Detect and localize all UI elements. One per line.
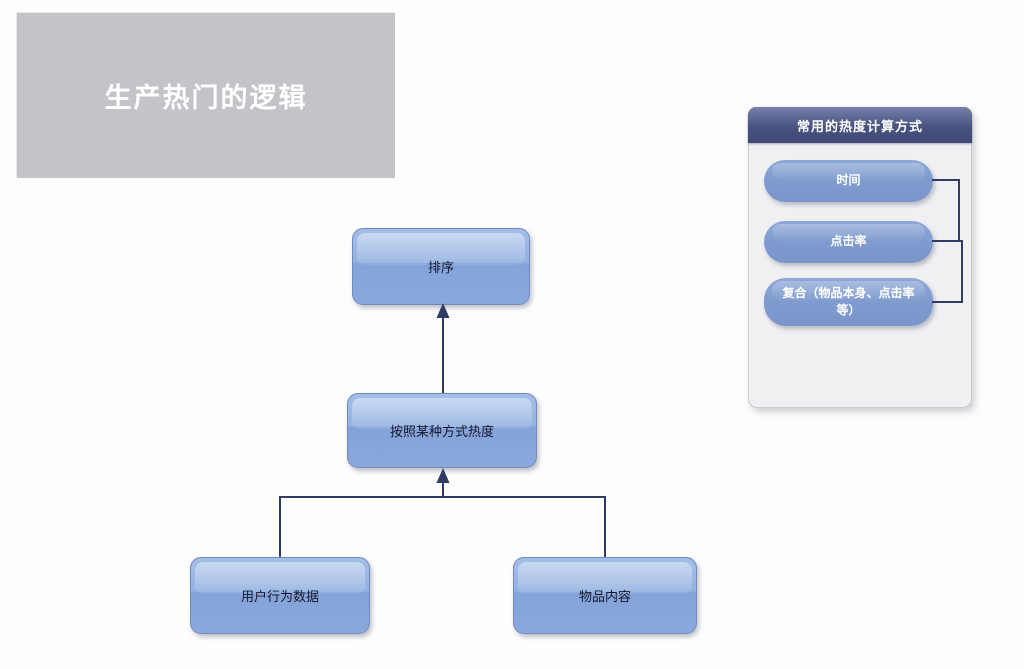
slide-title: 生产热门的逻辑 <box>104 83 308 114</box>
method-pill-time: 时间 <box>764 160 933 202</box>
method-pill-clickrate-label: 点击率 <box>830 234 867 249</box>
method-pill-clickrate: 点击率 <box>764 221 933 263</box>
method-pill-composite-label: 复合（物品本身、点击率等） <box>782 285 915 317</box>
slide-title-box: 生产热门的逻辑 <box>17 13 395 178</box>
methods-panel-title: 常用的热度计算方式 <box>796 119 923 135</box>
method-pill-time-label: 时间 <box>836 173 861 188</box>
flow-node-user-behavior-label: 用户行为数据 <box>240 590 319 605</box>
flow-node-item-content: 物品内容 <box>513 557 697 634</box>
methods-panel: 常用的热度计算方式 时间 点击率 复合（物品本身、点击率等） <box>748 107 972 408</box>
methods-panel-header: 常用的热度计算方式 <box>748 107 972 143</box>
flow-node-sort-label: 排序 <box>427 261 454 276</box>
flow-node-sort: 排序 <box>352 228 530 305</box>
flow-node-heat-method-label: 按照某种方式热度 <box>389 425 494 440</box>
flow-node-item-content-label: 物品内容 <box>578 590 631 605</box>
flow-node-user-behavior: 用户行为数据 <box>190 557 370 634</box>
arrowhead-fork-to-heat <box>436 468 450 483</box>
method-pill-composite: 复合（物品本身、点击率等） <box>764 278 933 326</box>
arrowhead-heat-to-sort <box>436 303 450 318</box>
fork-connector <box>279 496 606 557</box>
flow-node-heat-method: 按照某种方式热度 <box>347 393 537 468</box>
